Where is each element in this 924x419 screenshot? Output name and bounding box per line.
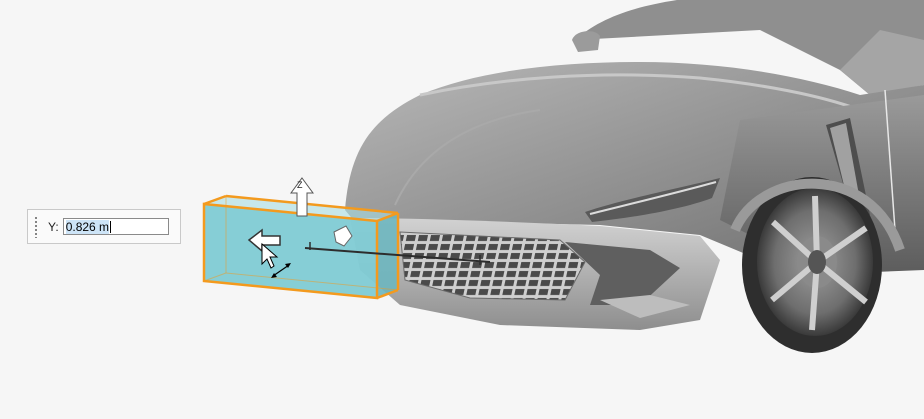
z-axis-label: Z bbox=[297, 180, 303, 190]
coordinate-entry-panel[interactable]: Y: 0.826 m bbox=[27, 209, 181, 244]
transform-gizmo[interactable] bbox=[247, 177, 491, 265]
diagonal-resize-icon bbox=[271, 263, 291, 278]
y-value-input[interactable]: 0.826 m bbox=[62, 218, 169, 235]
vertical-dots-grip-icon[interactable] bbox=[34, 215, 38, 238]
y-value-text: 0.826 m bbox=[65, 219, 110, 234]
car-model[interactable] bbox=[345, 0, 924, 353]
text-caret bbox=[110, 220, 112, 233]
y-axis-label: Y: bbox=[48, 219, 59, 234]
arrow-cursor-icon bbox=[261, 242, 279, 269]
rotate-handle-icon[interactable] bbox=[333, 225, 353, 247]
z-axis-arrow-icon[interactable] bbox=[290, 177, 314, 217]
